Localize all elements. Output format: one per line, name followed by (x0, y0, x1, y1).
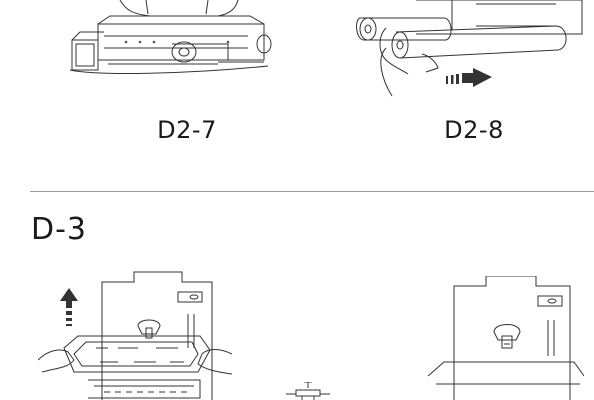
figure-caption-left: D2-7 (157, 116, 217, 144)
valve-part-illustration (286, 382, 330, 400)
up-arrow-icon (60, 288, 78, 326)
base-station-tray-lift-illustration (38, 268, 232, 400)
right-arrow-icon (446, 68, 492, 87)
base-station-illustration (424, 276, 584, 400)
cleaning-head-illustration (68, 0, 288, 78)
section-title: D-3 (31, 212, 88, 247)
roller-removal-illustration (356, 0, 586, 104)
figure-caption-right: D2-8 (444, 116, 504, 144)
section-divider (30, 191, 594, 192)
